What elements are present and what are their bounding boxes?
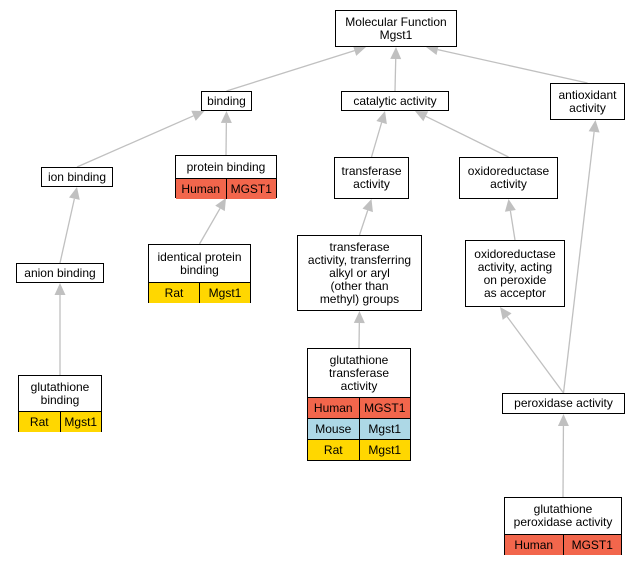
edge-line-transferase-activity-to-catalytic-activity bbox=[370, 122, 383, 158]
go-term-label: transferase activity, transferring alkyl… bbox=[307, 239, 412, 306]
annotation-gene: MGST1 bbox=[225, 179, 277, 199]
edge-arrowhead bbox=[69, 187, 80, 200]
annotation-gene: Mgst1 bbox=[358, 440, 411, 460]
go-term-label: ion binding bbox=[47, 169, 107, 184]
edge-line-peroxidase-activity-to-oxidoreductase-peroxide bbox=[506, 316, 565, 394]
edge-arrowhead bbox=[353, 311, 365, 324]
go-term-node-anion-binding: anion binding bbox=[16, 263, 104, 283]
edge-arrowhead bbox=[215, 198, 226, 212]
annotation-gene: Mgst1 bbox=[199, 283, 250, 303]
go-term-node-ion-binding: ion binding bbox=[41, 167, 113, 187]
edge-arrowhead bbox=[376, 111, 387, 125]
go-term-label: glutathione transferase activity bbox=[328, 352, 390, 393]
edge-line-oxidoreductase-peroxide-to-oxidoreductase-activity bbox=[509, 210, 516, 241]
go-term-node-antioxidant-activity: antioxidant activity bbox=[550, 83, 625, 120]
edge-arrowhead bbox=[390, 47, 402, 60]
edge-line-ion-binding-to-binding bbox=[76, 115, 194, 168]
go-term-node-transferase-activity: transferase activity bbox=[334, 157, 409, 199]
go-term-label: oxidoreductase activity bbox=[467, 164, 550, 191]
edge-line-peroxidase-activity-to-antioxidant-activity bbox=[562, 131, 595, 394]
annotation-row: Mouse Mgst1 bbox=[308, 418, 410, 439]
go-term-node-catalytic-activity: catalytic activity bbox=[341, 91, 449, 111]
go-term-label: glutathione peroxidase activity bbox=[513, 502, 613, 529]
edge-line-catalytic-activity-to-molecular-function bbox=[394, 58, 397, 92]
annotation-row: Rat Mgst1 bbox=[19, 411, 101, 432]
go-term-node-binding: binding bbox=[201, 91, 252, 111]
annotation-species: Rat bbox=[323, 442, 343, 457]
annotation-species: Rat bbox=[29, 414, 49, 429]
go-term-label: protein binding bbox=[186, 159, 266, 174]
edge-arrowhead bbox=[191, 110, 205, 121]
annotation-species: Human bbox=[514, 537, 554, 552]
go-term-node-transferase-alkyl-aryl: transferase activity, transferring alkyl… bbox=[297, 235, 422, 311]
edge-arrowhead bbox=[415, 111, 429, 122]
edge-arrowhead bbox=[504, 199, 516, 212]
annotation-row: Rat Mgst1 bbox=[149, 282, 250, 303]
edge-line-transferase-alkyl-aryl-to-transferase-activity bbox=[358, 210, 369, 236]
edge-arrowhead bbox=[54, 283, 66, 295]
edge-arrowhead bbox=[352, 45, 366, 56]
edge-line-anion-binding-to-ion-binding bbox=[59, 198, 76, 264]
annotation-gene: Mgst1 bbox=[358, 419, 411, 439]
annotation-gene: MGST1 bbox=[562, 535, 622, 555]
go-term-label: catalytic activity bbox=[353, 93, 437, 108]
edge-line-binding-to-molecular-function bbox=[226, 49, 355, 92]
go-term-label: peroxidase activity bbox=[514, 396, 613, 410]
edge-line-antioxidant-activity-to-molecular-function bbox=[437, 48, 588, 84]
annotation-species: Rat bbox=[164, 285, 184, 300]
annotation-species: Mouse bbox=[315, 421, 352, 436]
annotation-row: Human MGST1 bbox=[176, 178, 276, 199]
annotation-row: Human MGST1 bbox=[308, 397, 410, 418]
annotation-row: Rat Mgst1 bbox=[308, 439, 410, 460]
edge-arrowhead bbox=[220, 111, 232, 124]
edge-line-identical-protein-binding-to-protein-binding bbox=[198, 208, 221, 245]
go-term-label: transferase activity bbox=[341, 164, 402, 191]
go-term-label: anion binding bbox=[24, 265, 96, 280]
go-term-label: identical protein binding bbox=[157, 249, 242, 277]
annotation-species: Human bbox=[313, 400, 353, 415]
edge-arrowhead bbox=[588, 120, 600, 133]
edge-arrowhead bbox=[500, 307, 512, 320]
edge-line-oxidoreductase-activity-to-catalytic-activity bbox=[425, 115, 509, 158]
annotation-row: Human MGST1 bbox=[505, 534, 621, 555]
go-term-label: glutathione binding bbox=[30, 379, 90, 407]
go-term-label: oxidoreductase activity, acting on perox… bbox=[474, 246, 556, 300]
go-term-node-molecular-function: Molecular Function Mgst1 bbox=[335, 10, 457, 47]
go-term-node-oxidoreductase-activity: oxidoreductase activity bbox=[459, 157, 558, 199]
edge-arrowhead bbox=[362, 199, 373, 213]
go-term-node-peroxidase-activity: peroxidase activity bbox=[502, 393, 625, 414]
annotation-species: Human bbox=[181, 181, 221, 196]
go-term-label: antioxidant activity bbox=[558, 87, 617, 115]
go-term-label: Molecular Function Mgst1 bbox=[345, 14, 447, 42]
go-term-label: binding bbox=[207, 93, 246, 108]
annotation-gene: Mgst1 bbox=[59, 412, 102, 432]
annotation-gene: MGST1 bbox=[358, 398, 411, 418]
go-term-node-oxidoreductase-peroxide: oxidoreductase activity, acting on perox… bbox=[465, 240, 565, 307]
edge-arrowhead bbox=[557, 414, 569, 427]
